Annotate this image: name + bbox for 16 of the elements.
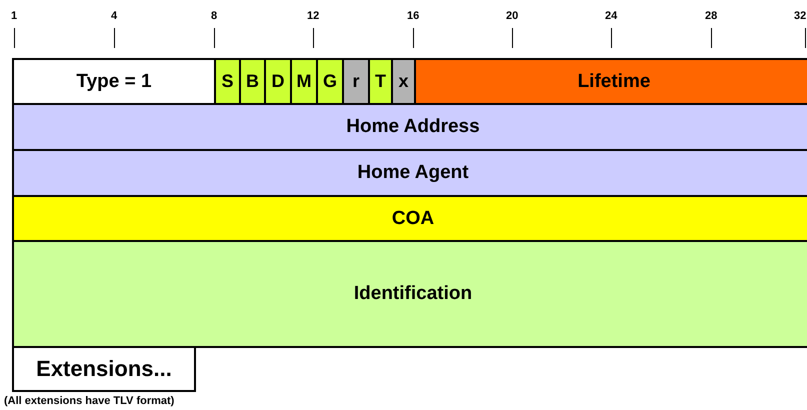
packet-field: Home Agent [12,149,807,197]
bit-number: 24 [605,10,618,22]
bit-number: 12 [307,10,320,22]
packet-field: Extensions... [12,346,196,392]
bit-number: 4 [111,10,118,22]
bit-number: 1 [11,10,18,22]
packet-field: Type = 1 [12,58,216,105]
packet-field: Home Address [12,103,807,151]
packet-field: Identification [12,240,807,348]
bit-number: 28 [705,10,718,22]
bit-number: 32 [794,10,806,22]
bit-number: 8 [211,10,218,22]
bit-number: 20 [506,10,518,22]
bit-number: 16 [407,10,420,22]
packet-field: COA [12,195,807,242]
packet-field: Lifetime [414,58,807,105]
